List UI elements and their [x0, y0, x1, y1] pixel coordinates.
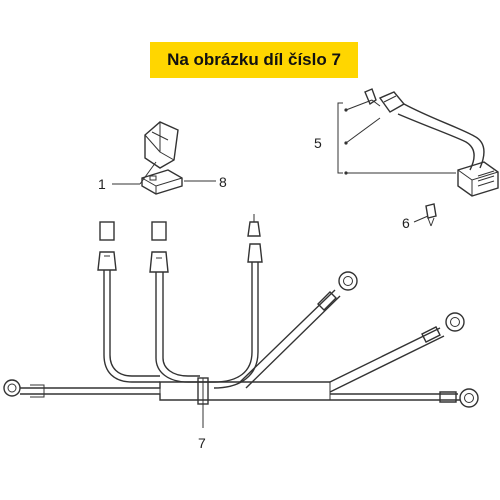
leader-1b — [139, 161, 157, 185]
callout-6: 6 — [402, 215, 410, 231]
title-banner: Na obrázku díl číslo 7 — [150, 42, 358, 78]
part-5-cable — [337, 88, 499, 197]
callout-5: 5 — [314, 135, 322, 151]
title-text: Na obrázku díl číslo 7 — [167, 50, 341, 69]
part-1-block — [144, 121, 179, 169]
callout-7: 7 — [198, 435, 206, 451]
callout-8: 8 — [219, 174, 227, 190]
leader-6 — [413, 215, 429, 223]
part-8-clip — [141, 169, 183, 195]
part-6-screw — [425, 203, 437, 227]
part-7-harness — [3, 214, 479, 408]
callout-1: 1 — [98, 176, 106, 192]
